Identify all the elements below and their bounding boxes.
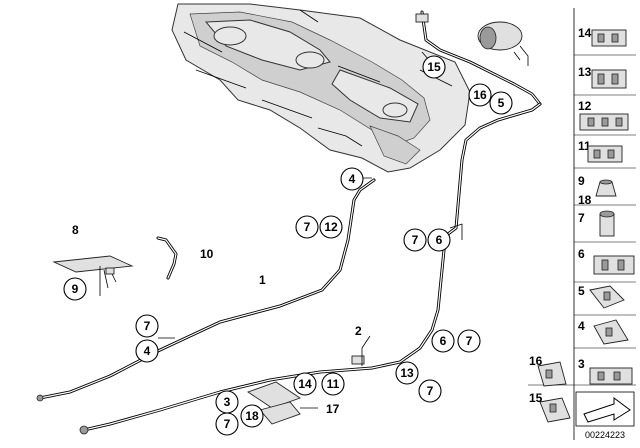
clip-4-icon <box>593 319 629 345</box>
clip-6-icon <box>593 255 635 275</box>
callout-15[interactable]: 15 <box>422 55 446 79</box>
callout-6-b[interactable]: 6 <box>431 329 455 353</box>
fuel-lines <box>36 102 542 435</box>
legend-label-14: 14 <box>578 26 592 40</box>
svg-text:7: 7 <box>224 417 231 431</box>
clip-13-icon <box>591 69 627 89</box>
callout-4-upper[interactable]: 4 <box>340 167 364 191</box>
callout-9[interactable]: 9 <box>63 277 87 301</box>
label-1: 1 <box>259 273 266 287</box>
callout-7-c[interactable]: 7 <box>135 314 159 338</box>
callout-14[interactable]: 14 <box>293 372 317 396</box>
legend-label-15: 15 <box>529 391 543 405</box>
clip-15-icon <box>539 397 571 423</box>
label-2: 2 <box>355 324 362 338</box>
parts-legend: 14 13 12 11 9 18 7 6 5 4 16 3 15 <box>528 8 636 440</box>
svg-text:13: 13 <box>400 366 414 380</box>
svg-text:14: 14 <box>298 377 312 391</box>
legend-label-4: 4 <box>578 319 585 333</box>
svg-text:7: 7 <box>466 334 473 348</box>
clip-16-icon <box>537 361 567 387</box>
label-17: 17 <box>326 402 340 416</box>
clip-3-icon <box>589 367 633 385</box>
svg-text:16: 16 <box>473 88 487 102</box>
svg-text:6: 6 <box>440 334 447 348</box>
legend-label-12: 12 <box>578 99 592 113</box>
callout-7-a[interactable]: 7 <box>295 215 319 239</box>
callout-18[interactable]: 18 <box>240 404 264 428</box>
svg-text:7: 7 <box>412 233 419 247</box>
legend-label-7: 7 <box>578 211 585 225</box>
label-10: 10 <box>200 247 214 261</box>
svg-text:12: 12 <box>324 220 338 234</box>
sleeve-7-icon <box>599 210 615 237</box>
svg-text:7: 7 <box>304 220 311 234</box>
callout-16[interactable]: 16 <box>468 83 492 107</box>
svg-text:5: 5 <box>498 96 505 110</box>
svg-text:7: 7 <box>144 319 151 333</box>
fuel-tank <box>171 3 471 173</box>
callout-7-d[interactable]: 7 <box>457 329 481 353</box>
callout-12[interactable]: 12 <box>319 215 343 239</box>
callout-11[interactable]: 11 <box>321 372 345 396</box>
callout-7-b[interactable]: 7 <box>403 228 427 252</box>
arrow-icon <box>575 391 635 427</box>
legend-label-18: 18 <box>578 193 592 207</box>
legend-label-16: 16 <box>529 354 543 368</box>
svg-text:4: 4 <box>144 344 151 358</box>
legend-label-6: 6 <box>578 247 585 261</box>
svg-text:6: 6 <box>436 233 443 247</box>
legend-label-9: 9 <box>578 174 585 188</box>
callout-7-e[interactable]: 7 <box>418 379 442 403</box>
clip-12-icon <box>579 113 629 131</box>
clip-5-icon <box>589 285 625 309</box>
svg-text:11: 11 <box>327 377 340 391</box>
callout-7-f[interactable]: 7 <box>215 412 239 436</box>
svg-text:15: 15 <box>427 60 441 74</box>
callout-4-lower[interactable]: 4 <box>135 339 159 363</box>
svg-text:18: 18 <box>245 409 259 423</box>
svg-text:9: 9 <box>72 282 79 296</box>
bracket-17 <box>247 381 318 425</box>
callout-3[interactable]: 3 <box>215 390 239 414</box>
clip-14-icon <box>591 29 627 47</box>
legend-label-13: 13 <box>578 65 592 79</box>
callout-13[interactable]: 13 <box>395 361 419 385</box>
filter-assembly <box>415 10 542 106</box>
legend-label-5: 5 <box>578 284 585 298</box>
reference-number: 00224223 <box>585 430 625 440</box>
label-8: 8 <box>72 223 79 237</box>
svg-text:4: 4 <box>349 172 356 186</box>
heat-shield-8 <box>52 255 134 296</box>
svg-text:7: 7 <box>427 384 434 398</box>
svg-text:3: 3 <box>224 395 231 409</box>
callout-5[interactable]: 5 <box>489 91 513 115</box>
clip-11-icon <box>587 145 623 163</box>
legend-label-3: 3 <box>578 357 585 371</box>
grommet-9-icon <box>595 179 617 197</box>
bracket-10 <box>156 236 178 280</box>
callout-6-a[interactable]: 6 <box>427 228 451 252</box>
